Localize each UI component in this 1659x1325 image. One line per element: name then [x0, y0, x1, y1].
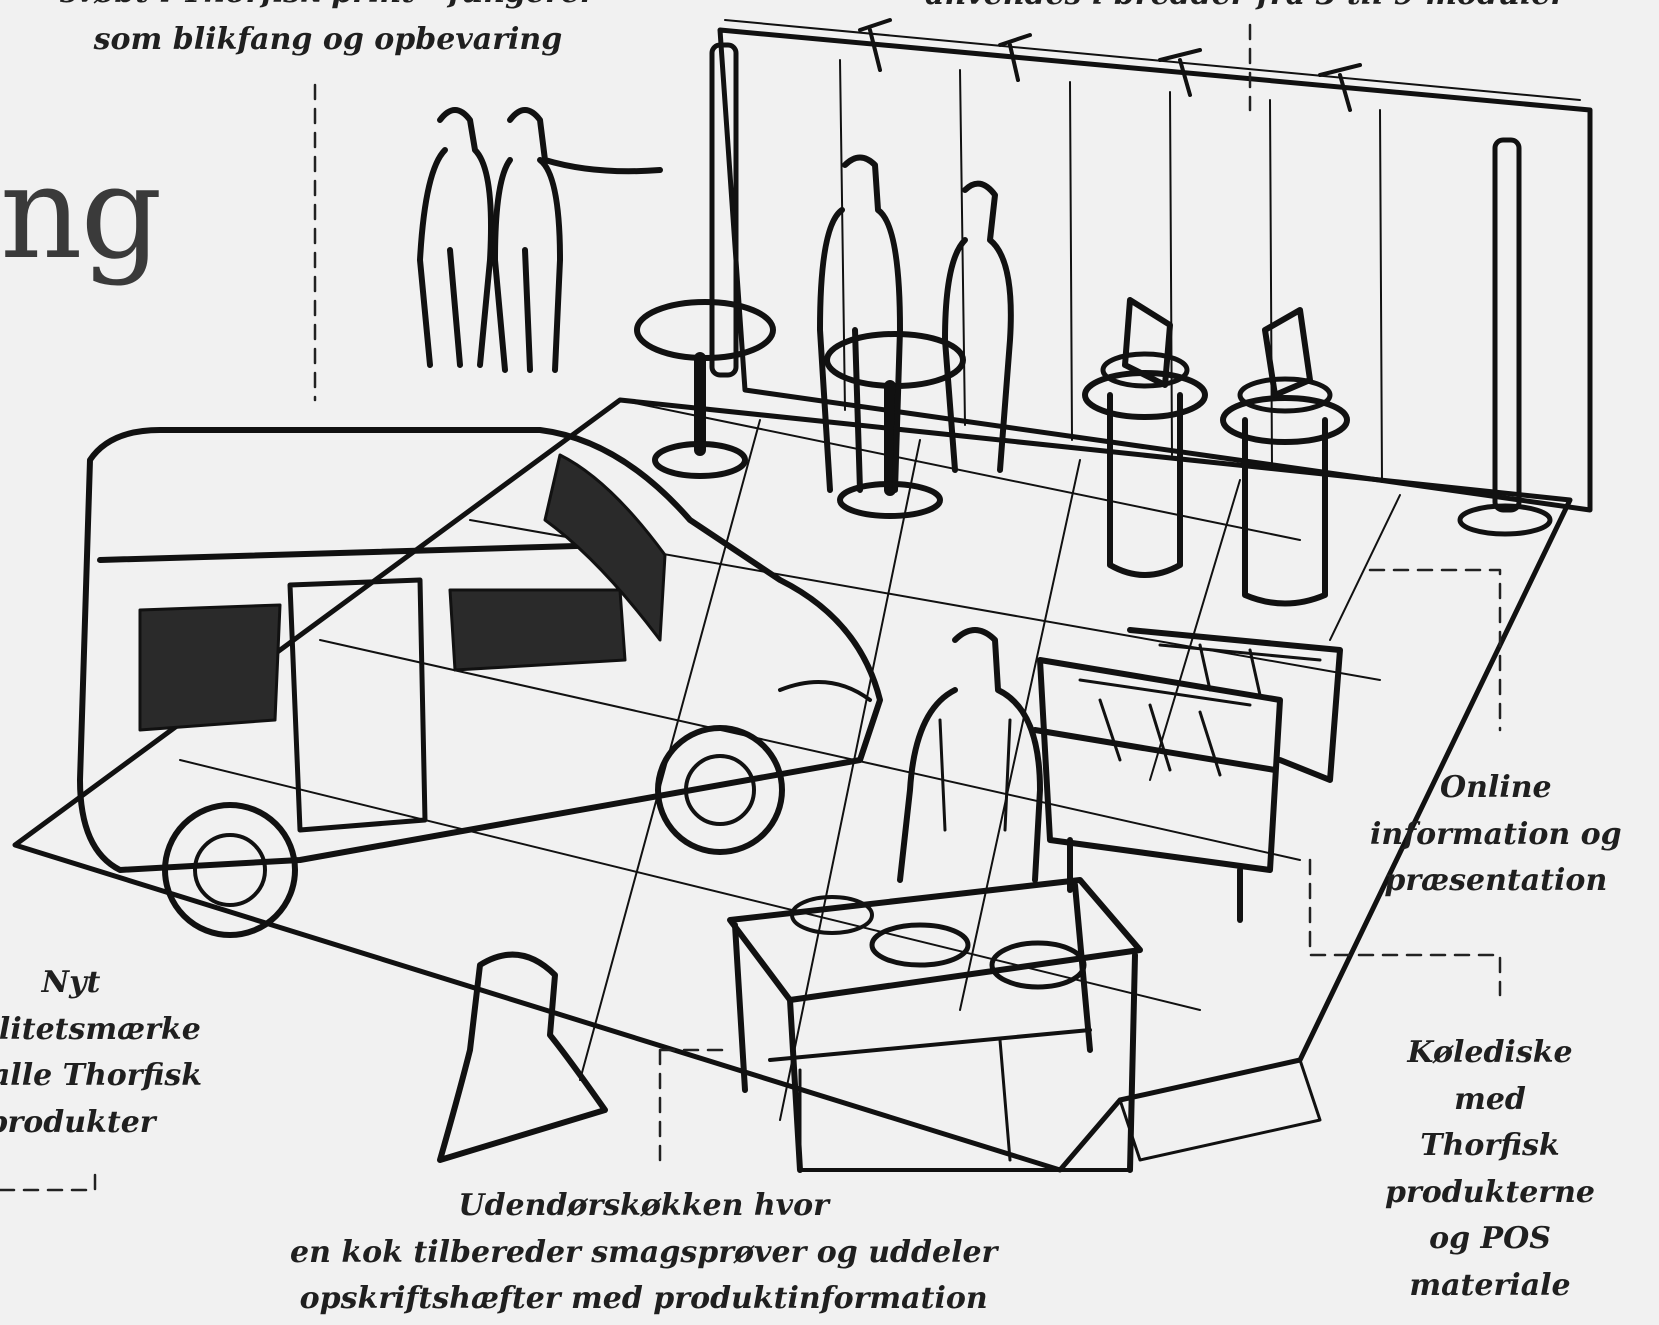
cooler-displays	[1035, 630, 1340, 920]
annotation-line: information og	[1370, 812, 1622, 859]
annotation-wall: anvendes i bredder fra 3 til 9 moduler	[925, 0, 1566, 19]
annotation-line: på alle Thorfisk	[0, 1053, 202, 1100]
annotation-line: anvendes i bredder fra 3 til 9 moduler	[925, 0, 1566, 19]
annotation-kitchen: Udendørskøkken hvor en kok tilbereder sm…	[290, 1183, 997, 1323]
annotation-line: med	[1385, 1077, 1595, 1124]
annotation-quality: Nyt kvalitetsmærke på alle Thorfisk prod…	[0, 960, 202, 1146]
annotation-line: Udendørskøkken hvor	[290, 1183, 997, 1230]
annotation-cooler: Kølediske med Thorfisk produkterne og PO…	[1385, 1030, 1595, 1309]
annotation-line: Online	[1370, 765, 1622, 812]
annotation-line: kvalitetsmærke	[0, 1007, 202, 1054]
annotation-line: præsentation	[1370, 858, 1622, 905]
annotation-online: Online information og præsentation	[1370, 765, 1622, 905]
annotation-line: som blikfang og opbevaring	[60, 17, 596, 64]
annotation-line: Nyt	[0, 960, 202, 1007]
annotation-shelf: svøbt i Thorfisk print - fungerer som bl…	[60, 0, 596, 63]
annotation-line: Thorfisk	[1385, 1123, 1595, 1170]
annotation-line: Kølediske	[1385, 1030, 1595, 1077]
annotation-line: og POS	[1385, 1216, 1595, 1263]
annotation-line: produkter	[0, 1100, 202, 1147]
annotation-line: opskriftshæfter med produktinformation	[290, 1276, 997, 1323]
annotation-line: materiale	[1385, 1263, 1595, 1310]
annotation-line: svøbt i Thorfisk print - fungerer	[60, 0, 596, 17]
annotation-line: en kok tilbereder smagsprøver og uddeler	[290, 1230, 997, 1277]
annotation-line: produkterne	[1385, 1170, 1595, 1217]
